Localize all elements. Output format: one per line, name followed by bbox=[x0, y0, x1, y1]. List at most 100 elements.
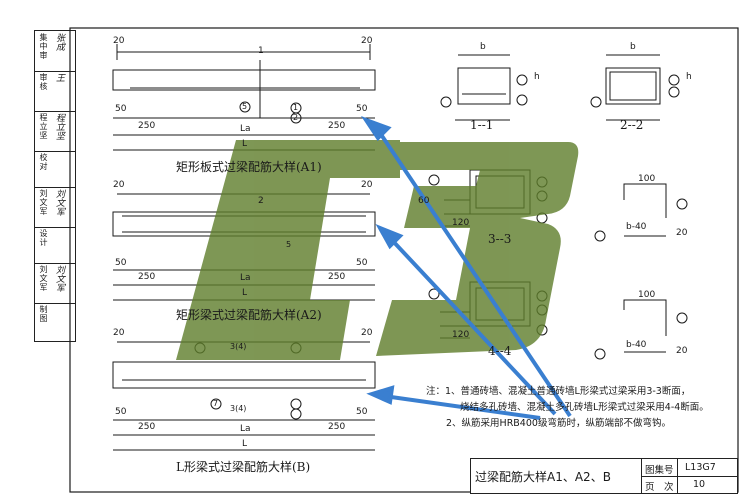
rebar-tag bbox=[676, 198, 688, 210]
rebar-tag bbox=[594, 348, 606, 360]
rebar-tag bbox=[290, 408, 302, 420]
signature: 张成 bbox=[54, 33, 64, 51]
dim-label: 50 bbox=[115, 258, 127, 268]
rebar-tag-label: 7 bbox=[213, 399, 219, 408]
dim-label: 250 bbox=[138, 272, 156, 282]
sidebar-row: 程立坚 程立坚 bbox=[35, 111, 75, 152]
dim-label: 20 bbox=[676, 228, 688, 238]
dim-label: 20 bbox=[361, 36, 373, 46]
rebar-tag bbox=[210, 398, 222, 410]
dim-label: 250 bbox=[138, 121, 156, 131]
page-value: 10 bbox=[693, 479, 706, 490]
sidebar-row: 刘文军 刘文军 bbox=[35, 263, 75, 304]
dim-label: 50 bbox=[356, 407, 368, 417]
sidebar-label: 制图 bbox=[39, 305, 48, 323]
rebar-tag bbox=[516, 94, 528, 106]
sidebar-row: 校对 bbox=[35, 151, 75, 188]
sidebar-label: 刘文军 bbox=[39, 189, 48, 216]
rebar-tag bbox=[428, 288, 440, 300]
drawing-title: 过梁配筋大样A1、A2、B bbox=[475, 470, 611, 484]
dim-label: 250 bbox=[328, 121, 346, 131]
rebar-tag-label: 3(4) bbox=[230, 342, 247, 351]
note-line: 注：1、普通砖墙、混凝土普通砖墙L形梁式过梁采用3-3断面， bbox=[426, 386, 691, 397]
rebar-tag-label: 1 bbox=[293, 103, 299, 112]
dim-label: h bbox=[534, 72, 540, 82]
dim-label: 120 bbox=[452, 218, 470, 228]
dim-label: L bbox=[242, 139, 248, 149]
rebar-tag-label: 5 bbox=[242, 102, 248, 111]
dim-label: b-40 bbox=[626, 222, 647, 232]
dim-label: 100 bbox=[638, 290, 656, 300]
rebar-tag bbox=[440, 96, 452, 108]
sidebar-row: 集中审 张成 bbox=[35, 31, 75, 72]
title-block: 过梁配筋大样A1、A2、B 图集号 L13G7 页 次 10 bbox=[470, 458, 738, 494]
rebar-tag-label: 3(4) bbox=[230, 404, 247, 413]
rebar-tag bbox=[590, 96, 602, 108]
notes: 注：1、普通砖墙、混凝土普通砖墙L形梁式过梁采用3-3断面， 烧结多孔砖墙、混凝… bbox=[426, 384, 709, 432]
hook-detail-upper bbox=[594, 183, 688, 242]
sidebar-label: 设计 bbox=[39, 229, 48, 247]
sidebar-label: 程立坚 bbox=[39, 113, 48, 140]
section-title: 4--4 bbox=[488, 344, 512, 358]
rebar-tag bbox=[239, 101, 251, 113]
dim-label: 250 bbox=[328, 272, 346, 282]
atlas-value: L13G7 bbox=[685, 462, 716, 473]
section-title: 3--3 bbox=[488, 232, 512, 246]
sidebar-label: 刘文军 bbox=[39, 265, 48, 292]
dim-label: b bbox=[480, 42, 486, 52]
sidebar-label: 集中审 bbox=[39, 33, 48, 60]
arrows bbox=[360, 116, 572, 420]
detail-title: 矩形梁式过梁配筋大样(A2) bbox=[176, 308, 322, 322]
beam-a1 bbox=[112, 44, 376, 151]
sidebar-label: 校对 bbox=[39, 153, 48, 171]
watermark-logo bbox=[176, 140, 579, 360]
dim-label: La bbox=[240, 273, 251, 283]
dim-label: 20 bbox=[361, 328, 373, 338]
section-mark: 1 bbox=[258, 46, 264, 56]
dim-label: 250 bbox=[138, 422, 156, 432]
dim-label: La bbox=[240, 424, 251, 434]
dim-label: L bbox=[242, 288, 248, 298]
rebar-tag-label: 5 bbox=[286, 240, 292, 249]
section-1-1 bbox=[440, 54, 528, 121]
dim-label: 20 bbox=[113, 328, 125, 338]
dim-label: 50 bbox=[356, 104, 368, 114]
dim-label: 250 bbox=[328, 422, 346, 432]
note-line: 烧结多孔砖墙、混凝土多孔砖墙L形梁式过梁采用4-4断面。 bbox=[460, 402, 709, 413]
rebar-tag bbox=[290, 398, 302, 410]
dim-label: 20 bbox=[361, 180, 373, 190]
hook-detail-lower bbox=[594, 299, 688, 360]
rebar-tag bbox=[668, 86, 680, 98]
signature: 刘文军 bbox=[54, 265, 64, 292]
dim-label: 20 bbox=[676, 346, 688, 356]
signature-sidebar: 集中审 张成 审核 王 程立坚 程立坚 校对 刘文军 刘文军 设计 刘文军 刘文… bbox=[34, 30, 76, 342]
detail-title: L形梁式过梁配筋大样(B) bbox=[176, 460, 311, 474]
signature: 程立坚 bbox=[54, 113, 64, 140]
rebar-tag-label: 2 bbox=[293, 113, 299, 122]
dim-label: 60 bbox=[418, 196, 430, 206]
note-line: 2、纵筋采用HRB400级弯筋时，纵筋端部不做弯钩。 bbox=[446, 418, 671, 429]
dim-label: 50 bbox=[115, 104, 127, 114]
sidebar-row: 设计 bbox=[35, 227, 75, 264]
dim-label: b bbox=[630, 42, 636, 52]
signature: 王 bbox=[54, 73, 64, 82]
page-label: 页 次 bbox=[645, 482, 674, 493]
rebar-tag bbox=[428, 174, 440, 186]
rebar-tag bbox=[594, 230, 606, 242]
section-2-2 bbox=[590, 54, 680, 121]
dim-label: h bbox=[686, 72, 692, 82]
rebar-tag bbox=[676, 312, 688, 324]
rebar-tag bbox=[516, 74, 528, 86]
dim-label: 100 bbox=[638, 174, 656, 184]
sidebar-label: 审核 bbox=[39, 73, 48, 91]
section-title: 1--1 bbox=[470, 118, 494, 132]
dim-label: 50 bbox=[115, 407, 127, 417]
dim-label: 120 bbox=[452, 330, 470, 340]
dim-label: L bbox=[242, 439, 248, 449]
dim-label: La bbox=[240, 124, 251, 134]
sidebar-row: 制图 bbox=[35, 303, 75, 340]
dim-label: 20 bbox=[113, 36, 125, 46]
atlas-label: 图集号 bbox=[645, 465, 674, 476]
